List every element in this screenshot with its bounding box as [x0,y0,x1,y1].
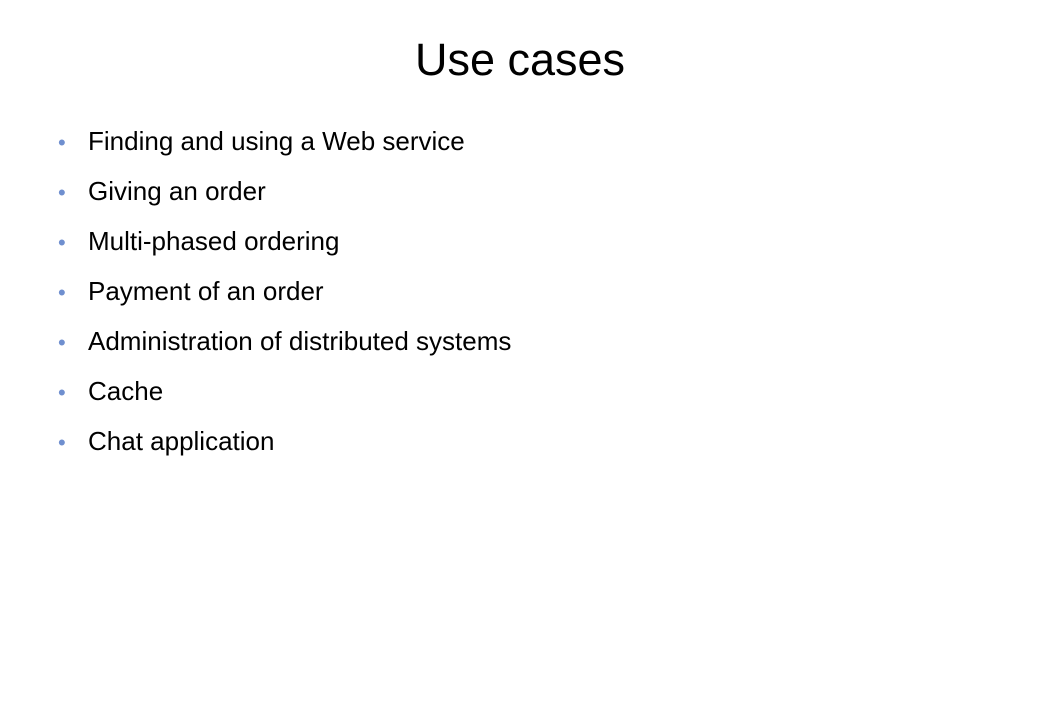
list-item-text: Administration of distributed systems [88,326,512,356]
bullet-list: • Finding and using a Web service • Givi… [58,119,511,469]
list-item-text: Giving an order [88,176,266,206]
list-item-text: Multi-phased ordering [88,226,340,256]
list-item: • Payment of an order [58,269,511,319]
list-item-text: Cache [88,376,164,406]
slide-title: Use cases [414,34,626,85]
bullet-icon: • [58,180,66,205]
list-item-text: Chat application [88,426,275,456]
list-item: • Giving an order [58,169,511,219]
list-item: • Multi-phased ordering [58,219,511,269]
bullet-icon: • [58,230,66,255]
bullet-icon: • [58,330,66,355]
list-item: • Chat application [58,419,511,469]
list-item: • Cache [58,369,511,419]
list-item: • Finding and using a Web service [58,119,511,169]
list-item: • Administration of distributed systems [58,319,511,369]
bullet-icon: • [58,280,66,305]
list-item-text: Payment of an order [88,276,324,306]
list-item-text: Finding and using a Web service [88,126,465,156]
bullet-icon: • [58,130,66,155]
bullet-icon: • [58,430,66,455]
bullet-icon: • [58,380,66,405]
